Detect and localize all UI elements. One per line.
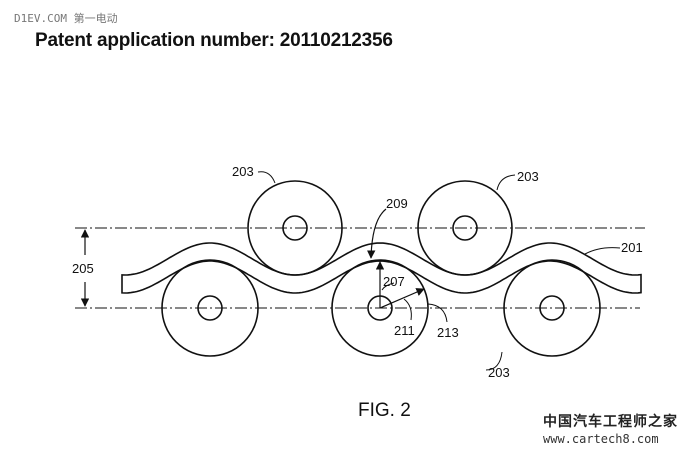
watermark-cartech-cn: 中国汽车工程师之家 [543,414,678,430]
label-205: 205 [72,261,94,276]
leader-203-b [496,174,516,191]
watermark-d1ev: D1EV.COM 第一电动 [14,12,118,25]
watermark-cartech-url: www.cartech8.com [543,432,659,446]
roller-bottom-1 [161,259,259,357]
label-203-b: 203 [517,169,539,184]
contact-arrow-209 [367,208,387,259]
leader-211 [403,298,412,321]
leader-203-a [257,171,276,184]
leader-203-c [485,351,503,371]
leader-207 [381,282,395,291]
label-209: 209 [386,196,408,211]
page-title: Patent application number: 20110212356 [35,30,393,51]
roller-top-2 [417,180,513,276]
strip-201 [121,242,642,294]
label-207: 207 [383,274,405,289]
leader-213 [427,303,448,323]
label-211: 211 [394,323,415,338]
label-203-a: 203 [232,164,254,179]
figure-caption: FIG. 2 [358,400,411,421]
leader-201 [584,247,621,255]
roller-bottom-3 [503,259,601,357]
label-213: 213 [437,325,459,340]
label-201: 201 [621,240,643,255]
label-203-c: 203 [488,365,510,380]
angle-arrow-211 [379,288,425,309]
roller-top-1 [247,180,343,276]
